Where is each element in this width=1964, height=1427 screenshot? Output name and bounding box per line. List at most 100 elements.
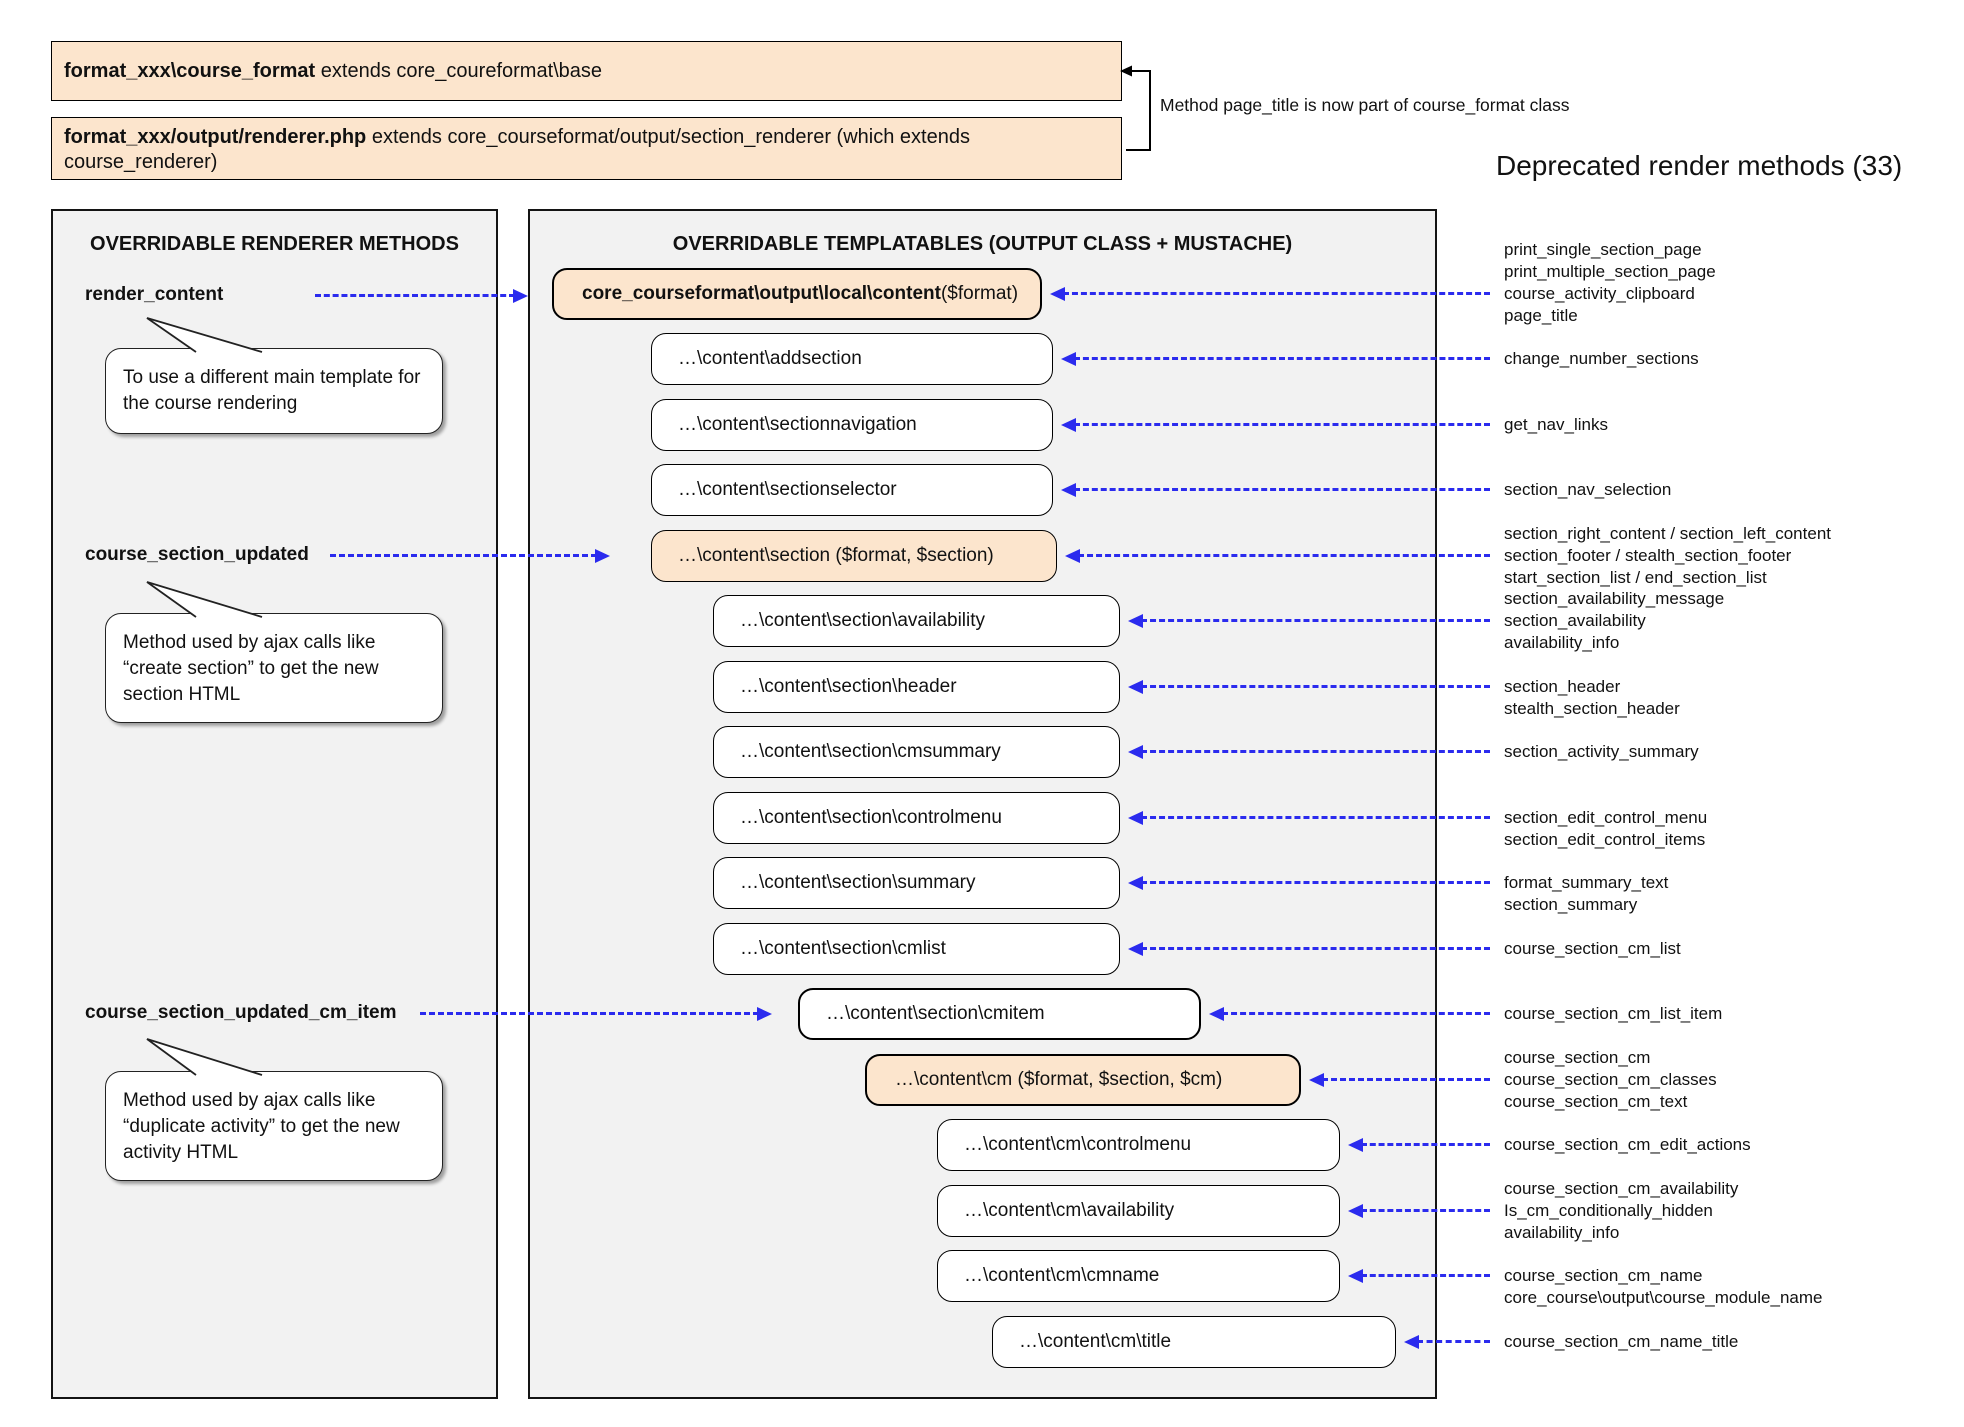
renderer-method-label: render_content — [85, 284, 224, 305]
bracket-connector — [1120, 65, 1151, 151]
deprecated-method-group: course_section_cm_list_item — [1504, 1003, 1722, 1025]
deprecated-method-name: course_section_cm — [1504, 1048, 1651, 1067]
templatable-box: …\content\section\controlmenu — [713, 792, 1120, 844]
deprecated-flow-arrow-line — [1141, 881, 1490, 884]
deprecated-method-name: section_activity_summary — [1504, 742, 1699, 761]
templatable-box: …\content\section ($format, $section) — [651, 530, 1057, 582]
deprecated-method-name: section_footer / stealth_section_footer — [1504, 546, 1792, 565]
arrowhead-left-icon — [1348, 1204, 1363, 1218]
arrowhead-left-icon — [1348, 1138, 1363, 1152]
deprecated-method-name: course_section_cm_name — [1504, 1266, 1703, 1285]
arrowhead-left-icon — [1128, 942, 1143, 956]
deprecated-method-group: section_availability_message section_avai… — [1504, 588, 1724, 654]
deprecated-method-name: print_single_section_page — [1504, 240, 1702, 259]
arrowhead-left-icon — [1128, 745, 1143, 759]
deprecated-method-name: availability_info — [1504, 633, 1620, 652]
templatable-box: …\content\sectionselector — [651, 464, 1053, 516]
deprecated-method-name: course_section_cm_edit_actions — [1504, 1135, 1751, 1154]
deprecated-flow-arrow-line — [1361, 1274, 1490, 1277]
method-flow-arrow-line — [420, 1012, 759, 1015]
deprecated-method-group: change_number_sections — [1504, 348, 1699, 370]
deprecated-method-group: section_nav_selection — [1504, 479, 1671, 501]
deprecated-flow-arrow-line — [1141, 685, 1490, 688]
templatable-box: …\content\section\cmlist — [713, 923, 1120, 975]
class-extends-text: extends core_coureformat\base — [315, 59, 603, 82]
page-title-note: Method page_title is now part of course_… — [1160, 95, 1570, 115]
templatable-box: …\content\cm\controlmenu — [937, 1119, 1340, 1171]
callout-text-line: section HTML — [123, 684, 241, 705]
renderer-line1: format_xxx/output/renderer.php extends c… — [64, 125, 1121, 150]
deprecated-method-name: course_section_cm_list — [1504, 939, 1681, 958]
deprecated-method-group: section_activity_summary — [1504, 741, 1699, 763]
templatable-box: …\content\addsection — [651, 333, 1053, 385]
class-box-renderer: format_xxx/output/renderer.php extends c… — [51, 117, 1122, 180]
deprecated-method-group: course_section_cm_edit_actions — [1504, 1134, 1751, 1156]
deprecated-flow-arrow-line — [1074, 357, 1490, 360]
deprecated-method-name: section_availability — [1504, 611, 1646, 630]
callout-bubble: Method used by ajax calls like“duplicate… — [105, 1071, 443, 1181]
renderer-method-label: course_section_updated — [85, 544, 309, 565]
deprecated-method-name: course_activity_clipboard — [1504, 284, 1695, 303]
callout-text-line: activity HTML — [123, 1142, 239, 1163]
callout-tail — [146, 1038, 263, 1076]
deprecated-flow-arrow-line — [1361, 1143, 1490, 1146]
deprecated-method-name: section_header — [1504, 677, 1621, 696]
class-name-bold: format_xxx\course_format — [64, 59, 316, 82]
templatable-box: …\content\cm\cmname — [937, 1250, 1340, 1302]
arrowhead-left-icon — [1050, 287, 1065, 301]
templatables-panel-title: OVERRIDABLE TEMPLATABLES (OUTPUT CLASS +… — [672, 233, 1293, 255]
deprecated-method-name: course_section_cm_list_item — [1504, 1004, 1723, 1023]
deprecated-method-name: section_edit_control_menu — [1504, 808, 1708, 827]
arrowhead-left-icon — [1128, 876, 1143, 890]
callout-text-line: “create section” to get the new — [123, 658, 379, 679]
deprecated-method-group: print_single_section_page print_multiple_… — [1504, 239, 1716, 327]
deprecated-flow-arrow-line — [1078, 554, 1490, 557]
deprecated-method-name: course_section_cm_availability — [1504, 1179, 1739, 1198]
arrowhead-left-icon — [1061, 418, 1076, 432]
templatable-box: …\content\section\availability — [713, 595, 1120, 647]
templatable-box: …\content\section\summary — [713, 857, 1120, 909]
templatable-box: …\content\cm\title — [992, 1316, 1396, 1368]
deprecated-method-name: section_nav_selection — [1504, 480, 1672, 499]
callout-text-line: “duplicate activity” to get the new — [123, 1116, 400, 1137]
deprecated-method-name: stealth_section_header — [1504, 699, 1680, 718]
templatable-box: …\content\section\cmitem — [798, 988, 1201, 1040]
templatable-box: …\content\section\cmsummary — [713, 726, 1120, 778]
deprecated-method-name: get_nav_links — [1504, 415, 1608, 434]
arrowhead-left-icon — [1128, 811, 1143, 825]
deprecated-flow-arrow-line — [1141, 619, 1490, 622]
deprecated-flow-arrow-line — [1322, 1078, 1490, 1081]
deprecated-method-name: section_edit_control_items — [1504, 830, 1706, 849]
deprecated-method-name: format_summary_text — [1504, 873, 1669, 892]
deprecated-flow-arrow-line — [1141, 750, 1490, 753]
deprecated-flow-arrow-line — [1361, 1209, 1490, 1212]
deprecated-method-name: section_availability_message — [1504, 589, 1725, 608]
arrowhead-left-icon — [1128, 680, 1143, 694]
templatable-box: core_courseformat\output\local\content (… — [552, 268, 1042, 320]
arrowhead-left-icon — [1209, 1007, 1224, 1021]
deprecated-method-group: section_edit_control_menu section_edit_co… — [1504, 807, 1707, 851]
callout-tail — [146, 581, 263, 618]
templatable-box: …\content\section\header — [713, 661, 1120, 713]
deprecated-method-group: section_right_content / section_left_con… — [1504, 523, 1831, 589]
arrowhead-right-icon — [595, 549, 610, 563]
arrowhead-right-icon — [757, 1007, 772, 1021]
deprecated-flow-arrow-line — [1222, 1012, 1490, 1015]
arrowhead-left-icon — [1309, 1073, 1324, 1087]
templatable-args: ($format) — [940, 283, 1019, 304]
deprecated-flow-arrow-line — [1063, 292, 1490, 295]
deprecated-method-name: availability_info — [1504, 1223, 1620, 1242]
callout-bubble: Method used by ajax calls like“create se… — [105, 613, 443, 723]
deprecated-flow-arrow-line — [1417, 1340, 1490, 1343]
arrowhead-right-icon — [513, 289, 528, 303]
deprecated-method-name: section_right_content / section_left_con… — [1504, 524, 1831, 543]
callout-text-line: To use a different main template for — [123, 367, 421, 388]
deprecated-method-name: print_multiple_section_page — [1504, 262, 1716, 281]
templatable-box: …\content\cm\availability — [937, 1185, 1340, 1237]
deprecated-method-group: section_header stealth_section_header — [1504, 676, 1680, 720]
